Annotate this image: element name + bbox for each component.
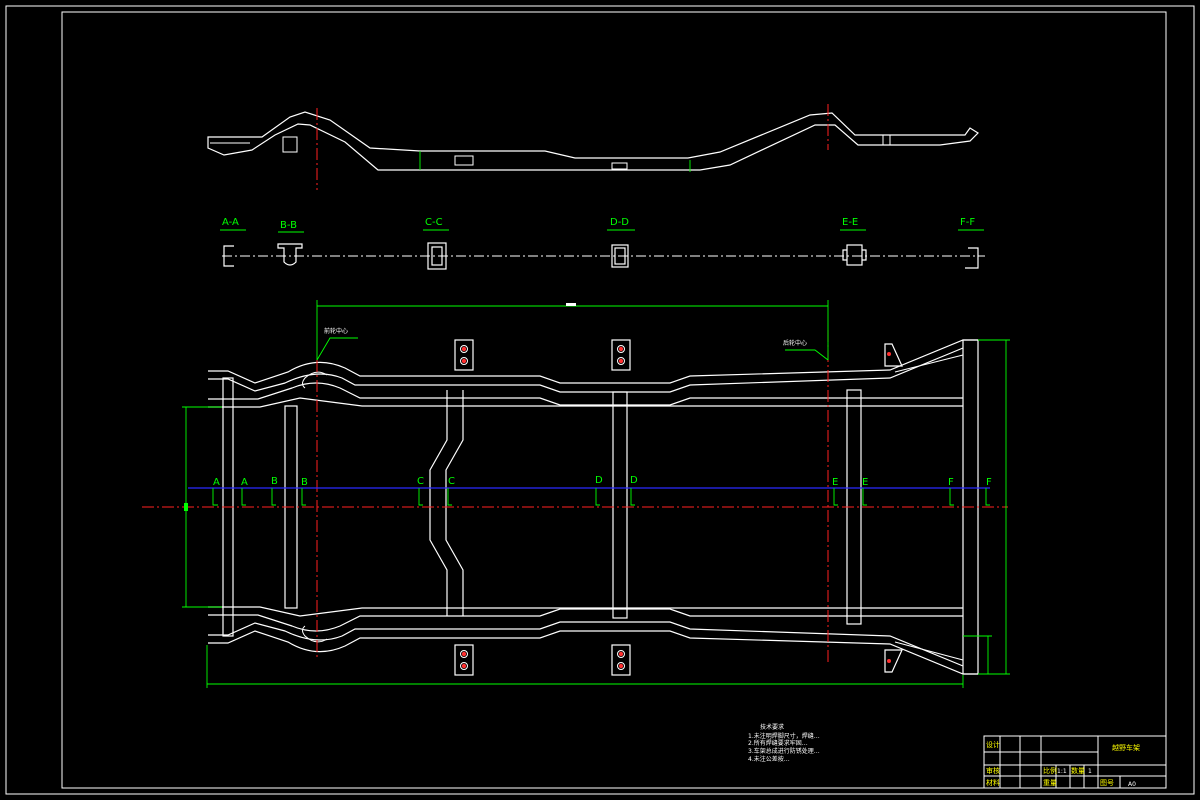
cut-mark-a2: A: [241, 477, 248, 488]
cut-mark-a1: A: [213, 477, 220, 488]
section-title-a: A-A: [222, 217, 239, 228]
sheet-size: A0: [1128, 781, 1136, 788]
title-designer-label: 设计: [986, 740, 1000, 749]
side-view: [207, 104, 979, 190]
title-block: 设计 审核 材料 比例 1:1 数量 1 重量 图号 越野车架 A0: [983, 735, 1167, 789]
cut-mark-f1: F: [948, 477, 954, 488]
cut-mark-d1: D: [595, 475, 603, 486]
note-2: 2.所有焊缝要求牢固…: [748, 739, 808, 747]
title-page-label: 图号: [1100, 779, 1114, 787]
title-count-value: 1: [1088, 768, 1092, 775]
section-title-c: C-C: [425, 217, 443, 228]
section-title-d: D-D: [610, 217, 629, 228]
notes-heading: 技术要求: [760, 723, 784, 731]
cut-mark-f2: F: [986, 477, 992, 488]
inner-frame: [61, 11, 1167, 789]
note-3: 3.车架总成进行防锈处理…: [748, 747, 820, 755]
title-weight-label: 重量: [1043, 779, 1057, 787]
cut-mark-e1: E: [832, 477, 838, 488]
cut-mark-b2: B: [301, 477, 308, 488]
outer-frame: [5, 5, 1195, 795]
title-scale-value: 1:1: [1057, 768, 1067, 775]
cut-mark-e2: E: [862, 477, 868, 488]
section-title-f: F-F: [960, 217, 975, 228]
section-title-b: B-B: [280, 220, 297, 231]
drawing-name: 越野车架: [1112, 743, 1140, 752]
plan-view: A A B B C C D D E E F F 前轮中心 后轮中心: [142, 300, 1010, 688]
title-scale-label: 比例: [1043, 766, 1057, 775]
rear-wheel-center-label: 后轮中心: [783, 339, 807, 347]
cut-mark-b1: B: [271, 476, 278, 487]
technical-notes: 技术要求 1.未注明焊脚尺寸，焊缝… 2.所有焊缝要求牢固… 3.车架总成进行防…: [748, 723, 820, 763]
cut-mark-d2: D: [630, 475, 638, 486]
title-count-label: 数量: [1071, 766, 1085, 775]
note-4: 4.未注公差按…: [748, 755, 790, 763]
front-wheel-center-label: 前轮中心: [324, 327, 348, 335]
section-views: A-A B-B C-C D-D E-E F-F: [220, 217, 985, 270]
section-title-e: E-E: [842, 217, 858, 228]
title-checker-label: 审核: [986, 766, 1000, 775]
cut-mark-c1: C: [417, 476, 424, 487]
note-1: 1.未注明焊脚尺寸，焊缝…: [748, 732, 820, 740]
title-material-label: 材料: [986, 778, 1000, 787]
cut-mark-c2: C: [448, 476, 455, 487]
